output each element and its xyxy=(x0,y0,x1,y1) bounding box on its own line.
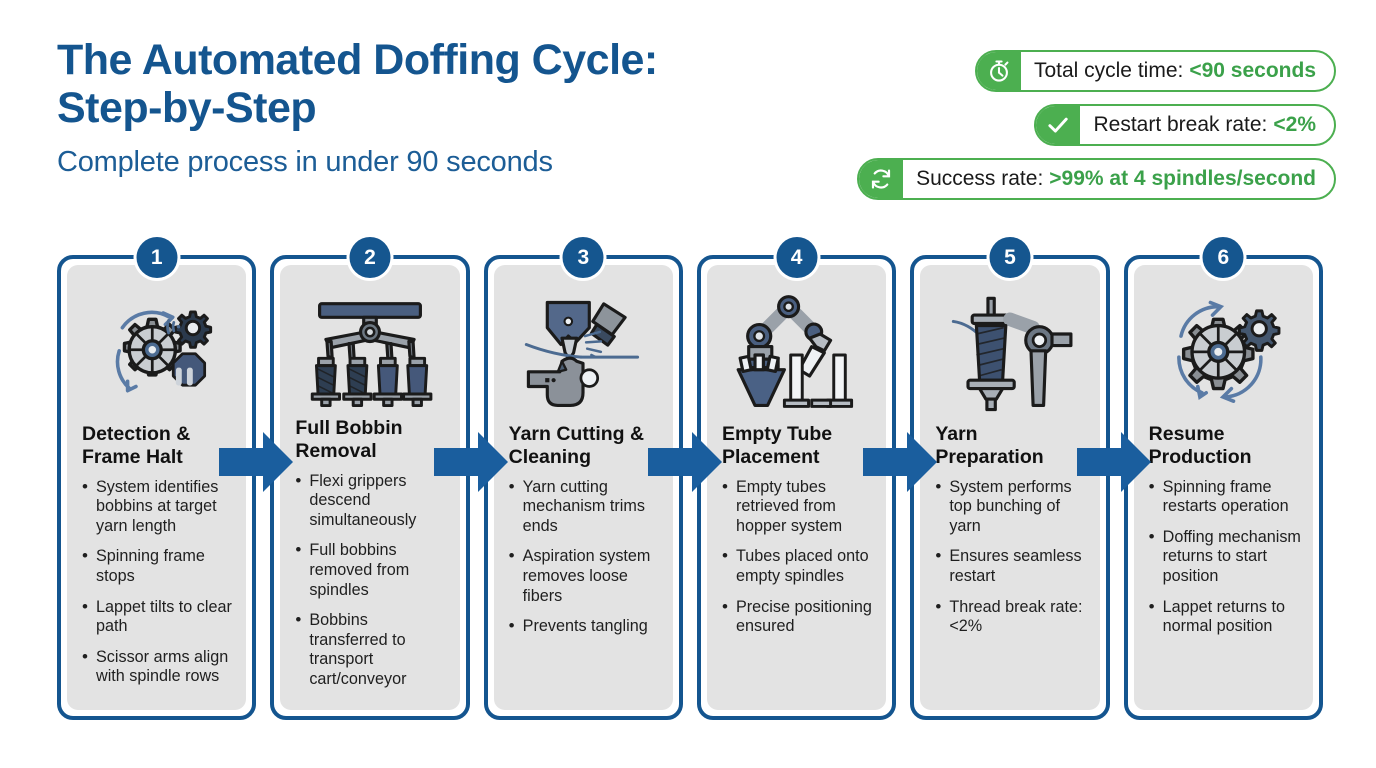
step-bullets-3: Yarn cutting mechanism trims ends Aspira… xyxy=(509,477,661,648)
step-inner-5: Yarn Preparation System performs top bun… xyxy=(920,265,1100,710)
step-number-badge-6: 6 xyxy=(1202,237,1244,278)
bullet-item: Doffing mechanism returns to start posit… xyxy=(1149,527,1301,587)
bullet-item: Yarn cutting mechanism trims ends xyxy=(509,477,661,537)
step-bullets-4: Empty tubes retrieved from hopper system… xyxy=(722,477,874,648)
stat-badge-cycle-time: Total cycle time: <90 seconds xyxy=(974,50,1336,92)
step-card-1[interactable]: 1 xyxy=(57,237,257,720)
step-number-badge-4: 4 xyxy=(776,237,818,278)
bullet-item: Full bobbins removed from spindles xyxy=(295,540,447,600)
bullet-item: Precise positioning ensured xyxy=(722,597,874,637)
stat-text-success-rate: Success rate: >99% at 4 spindles/second xyxy=(903,160,1334,198)
bullet-item: System identifies bobbins at target yarn… xyxy=(82,477,234,537)
gear-rotate-icon xyxy=(1146,289,1301,421)
step-card-2[interactable]: 2 xyxy=(270,237,470,720)
step-inner-6: Resume Production Spinning frame restart… xyxy=(1133,265,1313,710)
header: The Automated Doffing Cycle: Step-by-Ste… xyxy=(57,36,817,179)
bullet-item: Aspiration system removes loose fibers xyxy=(509,546,661,606)
stat-value-cycle-time: <90 seconds xyxy=(1189,59,1316,82)
bullet-item: Scissor arms align with spindle rows xyxy=(82,647,234,687)
bullet-item: Lappet returns to normal position xyxy=(1149,597,1301,637)
bullet-item: Spinning frame stops xyxy=(82,546,234,586)
step-title-1: Detection & Frame Halt xyxy=(82,423,191,468)
step-number-badge-5: 5 xyxy=(989,237,1031,278)
stat-value-break-rate: <2% xyxy=(1273,113,1316,136)
page-subtitle: Complete process in under 90 seconds xyxy=(57,146,553,179)
gear-pause-icon xyxy=(79,289,234,421)
step-card-list: 1 xyxy=(57,237,1323,720)
step-inner-1: Detection & Frame Halt System identifies… xyxy=(67,265,247,710)
refresh-icon xyxy=(859,160,904,198)
stat-text-cycle-time: Total cycle time: <90 seconds xyxy=(1021,52,1334,90)
step-inner-2: Full Bobbin Removal Flexi grippers desce… xyxy=(280,265,460,710)
bullet-item: Bobbins transferred to transport cart/co… xyxy=(295,610,447,689)
bullet-item: System performs top bunching of yarn xyxy=(935,477,1087,537)
stat-badge-success-rate: Success rate: >99% at 4 spindles/second xyxy=(857,158,1336,200)
bullet-item: Thread break rate: <2% xyxy=(935,597,1087,637)
bullet-item: Prevents tangling xyxy=(509,616,661,637)
gripper-bobbins-icon xyxy=(292,289,447,415)
stat-label-cycle-time: Total cycle time: xyxy=(1033,59,1184,82)
bullet-item: Flexi grippers descend simultaneously xyxy=(295,471,447,531)
bullet-item: Empty tubes retrieved from hopper system xyxy=(722,477,874,537)
bullet-item: Lappet tilts to clear path xyxy=(82,597,234,637)
step-number-badge-1: 1 xyxy=(136,237,178,278)
cutter-nozzle-icon xyxy=(506,289,661,421)
step-number-badge-2: 2 xyxy=(349,237,391,278)
robot-arm-hopper-icon xyxy=(719,289,874,421)
step-bullets-2: Flexi grippers descend simultaneously Fu… xyxy=(295,471,447,701)
step-inner-4: Empty Tube Placement Empty tubes retriev… xyxy=(706,265,887,710)
stat-label-success-rate: Success rate: xyxy=(916,167,1044,190)
stat-value-success-rate: >99% at 4 spindles/second xyxy=(1049,167,1316,190)
step-title-4: Empty Tube Placement xyxy=(721,423,833,468)
stat-badge-list: Total cycle time: <90 seconds Restart br… xyxy=(836,50,1336,212)
step-inner-3: Yarn Cutting & Cleaning Yarn cutting mec… xyxy=(493,265,673,710)
stat-badge-break-rate: Restart break rate: <2% xyxy=(1034,104,1336,146)
check-icon xyxy=(1036,106,1081,144)
bullet-item: Spinning frame restarts operation xyxy=(1149,477,1301,517)
stopwatch-icon xyxy=(976,52,1021,90)
step-bullets-5: System performs top bunching of yarn Ens… xyxy=(935,477,1087,648)
spindle-yarn-arm-icon xyxy=(932,289,1087,421)
step-title-5: Yarn Preparation xyxy=(935,423,1044,468)
title-line-1: The Automated Doffing Cycle: xyxy=(57,36,658,84)
bullet-item: Tubes placed onto empty spindles xyxy=(722,546,874,586)
page-title: The Automated Doffing Cycle: Step-by-Ste… xyxy=(57,36,817,132)
stat-label-break-rate: Restart break rate: xyxy=(1093,113,1268,136)
step-bullets-6: Spinning frame restarts operation Doffin… xyxy=(1149,477,1301,648)
bullet-item: Ensures seamless restart xyxy=(935,546,1087,586)
step-title-3: Yarn Cutting & Cleaning xyxy=(508,423,645,468)
step-card-4[interactable]: 4 xyxy=(696,237,897,720)
step-number-badge-3: 3 xyxy=(562,237,604,278)
step-card-6[interactable]: 6 xyxy=(1123,237,1323,720)
step-card-3[interactable]: 3 xyxy=(483,237,683,720)
step-title-2: Full Bobbin Removal xyxy=(295,417,403,462)
step-title-6: Resume Production xyxy=(1148,423,1252,468)
step-card-5[interactable]: 5 xyxy=(910,237,1110,720)
stat-text-break-rate: Restart break rate: <2% xyxy=(1080,106,1334,144)
title-line-2: Step-by-Step xyxy=(57,84,317,133)
step-bullets-1: System identifies bobbins at target yarn… xyxy=(82,477,234,698)
